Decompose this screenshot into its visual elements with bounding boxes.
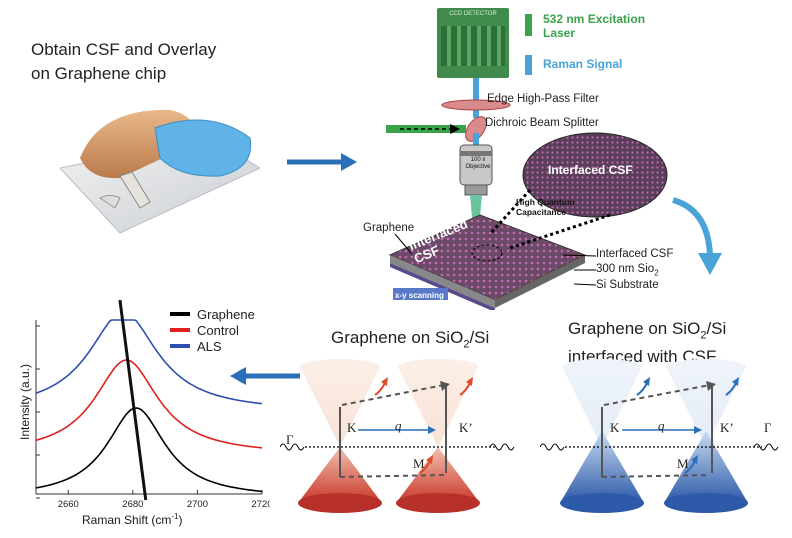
bubble-label: Interfaced CSF (548, 163, 633, 177)
legend-item-graphene: Graphene (170, 306, 255, 322)
band-left-m: M (413, 456, 425, 471)
legend: Graphene Control ALS (170, 306, 255, 354)
legend-label-graphene: Graphene (197, 306, 255, 322)
optical-path (386, 78, 511, 250)
band-right-title-a: Graphene on SiO (568, 319, 701, 338)
legend-item-control: Control (170, 322, 255, 338)
graphene-curve (35, 407, 263, 493)
band-right-m: M (677, 456, 689, 471)
x-tick-label: 2680 (122, 499, 143, 510)
splitter-label: Dichroic Beam Splitter (485, 117, 599, 129)
csf-bubble (490, 132, 668, 250)
band-right-kp: K’ (720, 420, 734, 435)
raman-signal-legend-label: Raman Signal (543, 57, 623, 71)
peak-shift-line (118, 300, 148, 501)
laser-legend-swatch (525, 14, 532, 36)
patient-illustration (60, 109, 260, 234)
control-curve (35, 359, 263, 449)
x-tick-label: 2700 (187, 499, 208, 510)
band-left-gamma: Γ (286, 432, 294, 447)
chart-xlabel: Raman Shift (cm-1) (82, 512, 183, 527)
chart-ylabel: Intensity (a.u.) (18, 363, 32, 441)
ccd-detector-label: CCD DETECTOR (449, 11, 497, 17)
layer-pointers (562, 254, 597, 286)
band-right-k: K (610, 420, 620, 435)
legend-label-als: ALS (197, 338, 222, 354)
graphene-chip (388, 214, 587, 310)
laser-legend-label: 532 nm Excitation Laser (543, 12, 646, 40)
layer-sio2-text: 300 nm Sio (596, 263, 655, 275)
layer-si-label: Si Substrate (596, 279, 659, 291)
band-left-diagram (280, 359, 515, 513)
band-right-title-sub: 2 (700, 329, 707, 342)
x-tick-label: 2720 (251, 499, 270, 510)
band-left-title-sub: 2 (463, 338, 470, 351)
band-left-title: Graphene on SiO2/Si (331, 326, 489, 356)
band-right-title-b: /Si (706, 319, 727, 338)
arrow-to-chart (230, 367, 300, 385)
band-right-gamma: Γ (764, 420, 772, 435)
band-left-title-b: /Si (469, 328, 490, 347)
band-right-q: q (658, 418, 665, 433)
legend-swatch-graphene (170, 312, 190, 316)
arrow-to-band-right (672, 197, 722, 275)
band-left-kp: K’ (459, 420, 473, 435)
band-left-q: q (395, 418, 402, 433)
arrow-to-raman (287, 153, 357, 171)
layer-sio2-sub: 2 (654, 268, 659, 278)
graphene-pointer (394, 233, 413, 255)
scanning-label: x-y scanning (395, 291, 444, 300)
step1-title: Obtain CSF and Overlay on Graphene chip (31, 40, 217, 83)
legend-swatch-als (170, 344, 190, 348)
band-right-title-line1: Graphene on SiO2/Si (568, 318, 726, 346)
als-curve (35, 319, 263, 405)
band-left-k: K (347, 420, 357, 435)
layer-csf-label: Interfaced CSF (596, 248, 674, 260)
raman-signal-legend-swatch (525, 55, 532, 75)
legend-item-als: ALS (170, 338, 255, 354)
ccd-detector: CCD DETECTOR (437, 8, 509, 78)
objective-label: 100 x Objective (465, 157, 491, 170)
capacitance-label: High Quantum Capacitance (516, 197, 575, 217)
layer-sio2-label: 300 nm Sio2 (596, 263, 659, 277)
legend-swatch-control (170, 328, 190, 332)
x-tick-label: 2660 (58, 499, 79, 510)
legend-label-control: Control (197, 322, 239, 338)
band-left-title-a: Graphene on SiO (331, 328, 464, 347)
band-right-diagram (540, 359, 779, 513)
raman-chart: 2660 2680 2700 2720 (35, 300, 270, 510)
filter-label: Edge High-Pass Filter (487, 93, 599, 105)
graphene-label: Graphene (363, 222, 415, 234)
